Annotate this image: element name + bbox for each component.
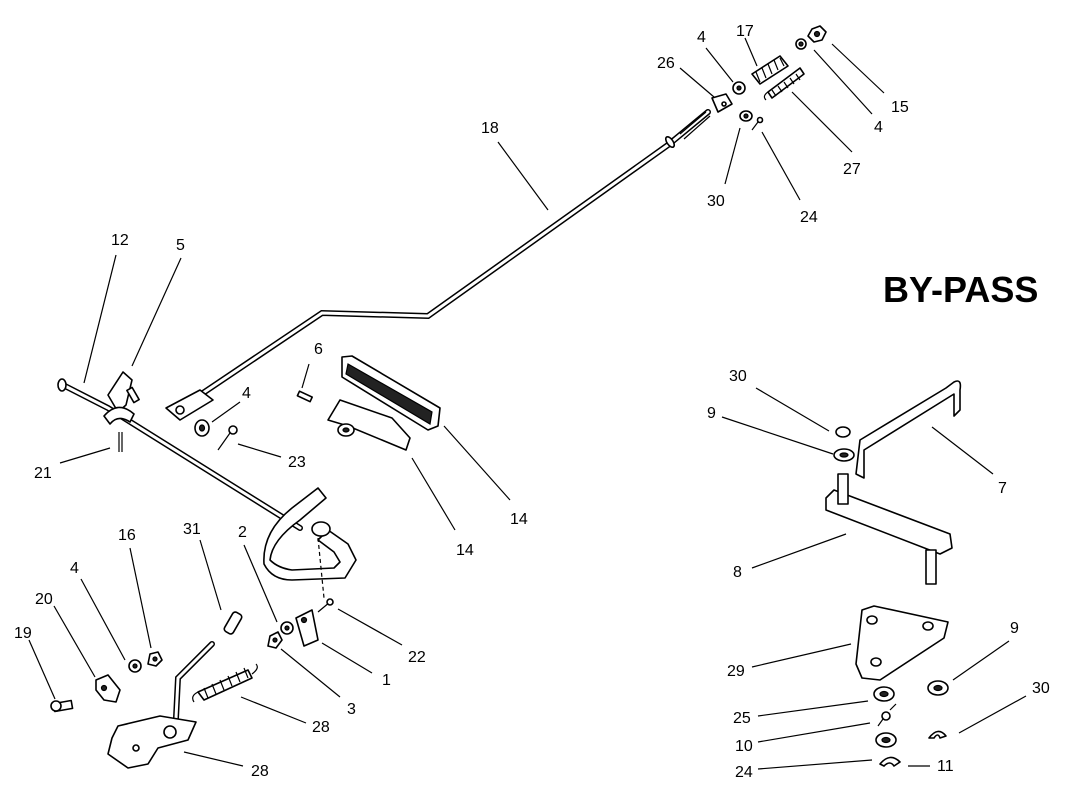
callout-3: 3 — [347, 701, 356, 718]
callout-30: 30 — [707, 193, 725, 210]
lower-left-hardware — [50, 598, 334, 769]
callout-4: 4 — [70, 560, 79, 577]
callout-27: 29 — [727, 663, 745, 680]
leader-lines — [28, 37, 1027, 770]
pedal-lever — [263, 487, 357, 599]
control-rod-16 — [197, 109, 711, 398]
callout-16: 18 — [481, 120, 499, 137]
callout-28: 30 — [729, 368, 747, 385]
callout-23: 22 — [408, 649, 426, 666]
bypass-assembly — [825, 380, 962, 767]
callout-20: 19 — [14, 625, 32, 642]
callout-18: 28 — [312, 719, 330, 736]
pin-6 — [296, 390, 313, 403]
callout-28: 30 — [1032, 680, 1050, 697]
callout-7: 7 — [998, 480, 1007, 497]
callout-15: 17 — [736, 23, 754, 40]
callout-30: 24 — [735, 764, 753, 781]
callout-30: 25 — [733, 710, 751, 727]
callout-2: 2 — [238, 524, 247, 541]
callout-26: 27 — [843, 161, 861, 178]
callout-10: 10 — [735, 738, 753, 755]
callout-4: 4 — [874, 119, 883, 136]
callout-9: 9 — [707, 405, 716, 422]
callout-9: 9 — [1010, 620, 1019, 637]
callout-25: 26 — [657, 55, 675, 72]
callout-24: 24 — [800, 209, 818, 226]
callout-24: 23 — [288, 454, 306, 471]
pedal-11 — [341, 355, 441, 431]
callout-labels: 12 5 6 4 23 21 14 14 18 26 4 17 15 4 27 … — [14, 23, 1050, 781]
rod-clevis — [165, 389, 214, 421]
callout-31: 31 — [183, 521, 201, 538]
callout-12: 14 — [456, 542, 474, 559]
callout-8: 8 — [733, 564, 742, 581]
cross-shaft — [57, 371, 303, 531]
upper-hardware — [711, 25, 827, 131]
diagram-title: BY-PASS — [883, 269, 1038, 310]
callout-1: 1 — [382, 672, 391, 689]
callout-19: 28 — [251, 763, 269, 780]
callout-5: 5 — [176, 237, 185, 254]
callout-4: 4 — [242, 385, 251, 402]
callout-14: 15 — [891, 99, 909, 116]
callout-17: 12 — [111, 232, 129, 249]
callout-11: 14 — [510, 511, 528, 528]
callout-6: 6 — [314, 341, 323, 358]
callout-29: 11 — [937, 758, 954, 775]
callout-21: 20 — [35, 591, 53, 608]
pedal-12 — [327, 399, 411, 451]
cotter-pin-24-mid — [217, 425, 238, 451]
washer-4-mid — [194, 419, 210, 437]
callout-22: 21 — [34, 465, 52, 482]
callout-4: 4 — [697, 29, 706, 46]
callout-14: 16 — [118, 527, 136, 544]
